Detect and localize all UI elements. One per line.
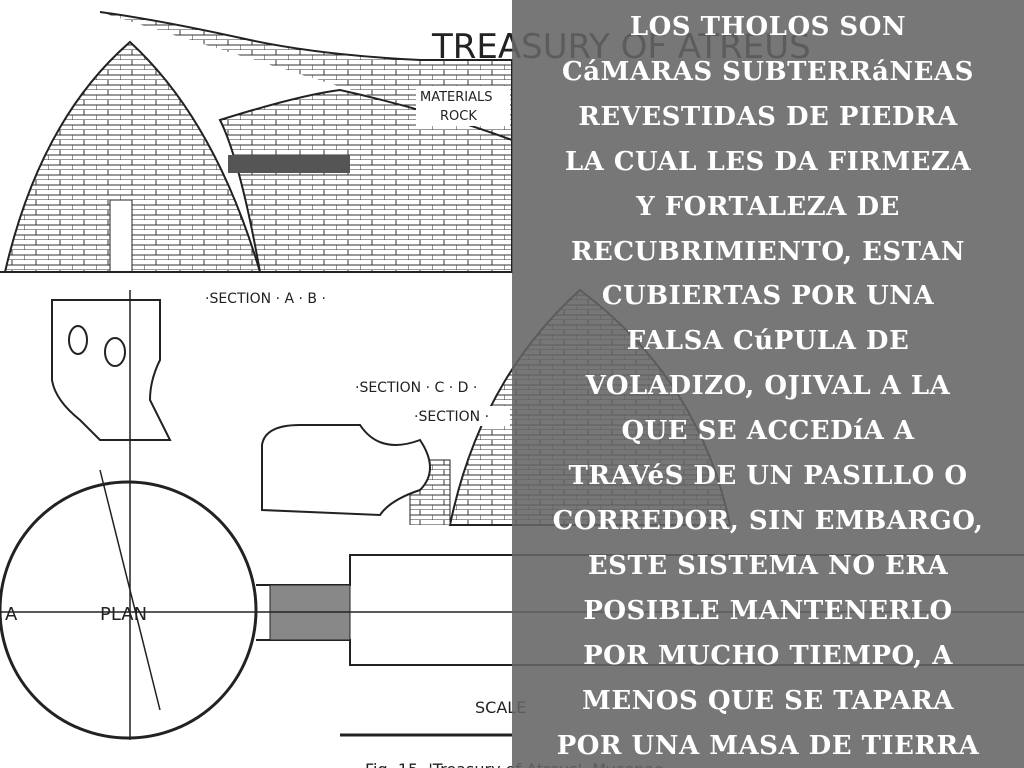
text-overlay-panel [512,0,1024,768]
slide-body-text: LOS THOLOS SON CáMARAS SUBTERRáNEAS REVE… [512,5,1024,768]
earth-mound [99,11,513,273]
plan-a-label: A [5,604,18,625]
text-line: CORREDOR, SIN EMBARGO, [552,505,984,536]
text-line: REVESTIDAS DE PIEDRA [578,101,958,132]
dome-section-ab [3,40,262,273]
rock-label: ROCK [440,109,477,124]
text-line: LOS THOLOS SON [629,12,907,42]
materials-legend-box [416,86,510,126]
text-line: QUE SE ACCEDíA A [621,416,915,447]
section-ef-label-box [410,406,510,426]
text-line: ESTE SISTEMA NO ERA [587,550,949,581]
materials-label: MATERIALS [420,90,493,105]
doorway [109,199,133,273]
text-line: POSIBLE MANTENERLO [583,595,953,626]
section-ef-label: ·SECTION · [414,409,489,425]
side-chamber-section [261,424,431,517]
text-line: FALSA CúPULA DE [626,326,910,357]
text-line: LA CUAL LES DA FIRMEZA [564,146,972,177]
text-line: CUBIERTAS POR UNA [601,281,935,312]
text-line: MENOS QUE SE TAPARA [582,685,954,716]
plan-label: PLAN [100,604,147,625]
text-line: TRAVéS DE UN PASILLO O [568,461,968,492]
lintel [228,155,350,173]
text-line: RECUBRIMIENTO, ESTAN [570,236,966,267]
text-line: CáMARAS SUBTERRáNEAS [562,56,974,87]
side-chamber-plan [51,299,172,441]
text-line: POR MUCHO TIEMPO, A [583,640,953,671]
text-line: Y FORTALEZA DE [636,191,900,222]
tholos-plan-circle [0,480,258,740]
section-ab-label: ·SECTION · A · B · [205,291,326,307]
text-line: POR UNA MASA DE TIERRA [556,730,980,761]
text-line: VOLADIZO, OJIVAL A LA [585,371,951,402]
section-cd-label: ·SECTION · C · D · [355,380,477,396]
